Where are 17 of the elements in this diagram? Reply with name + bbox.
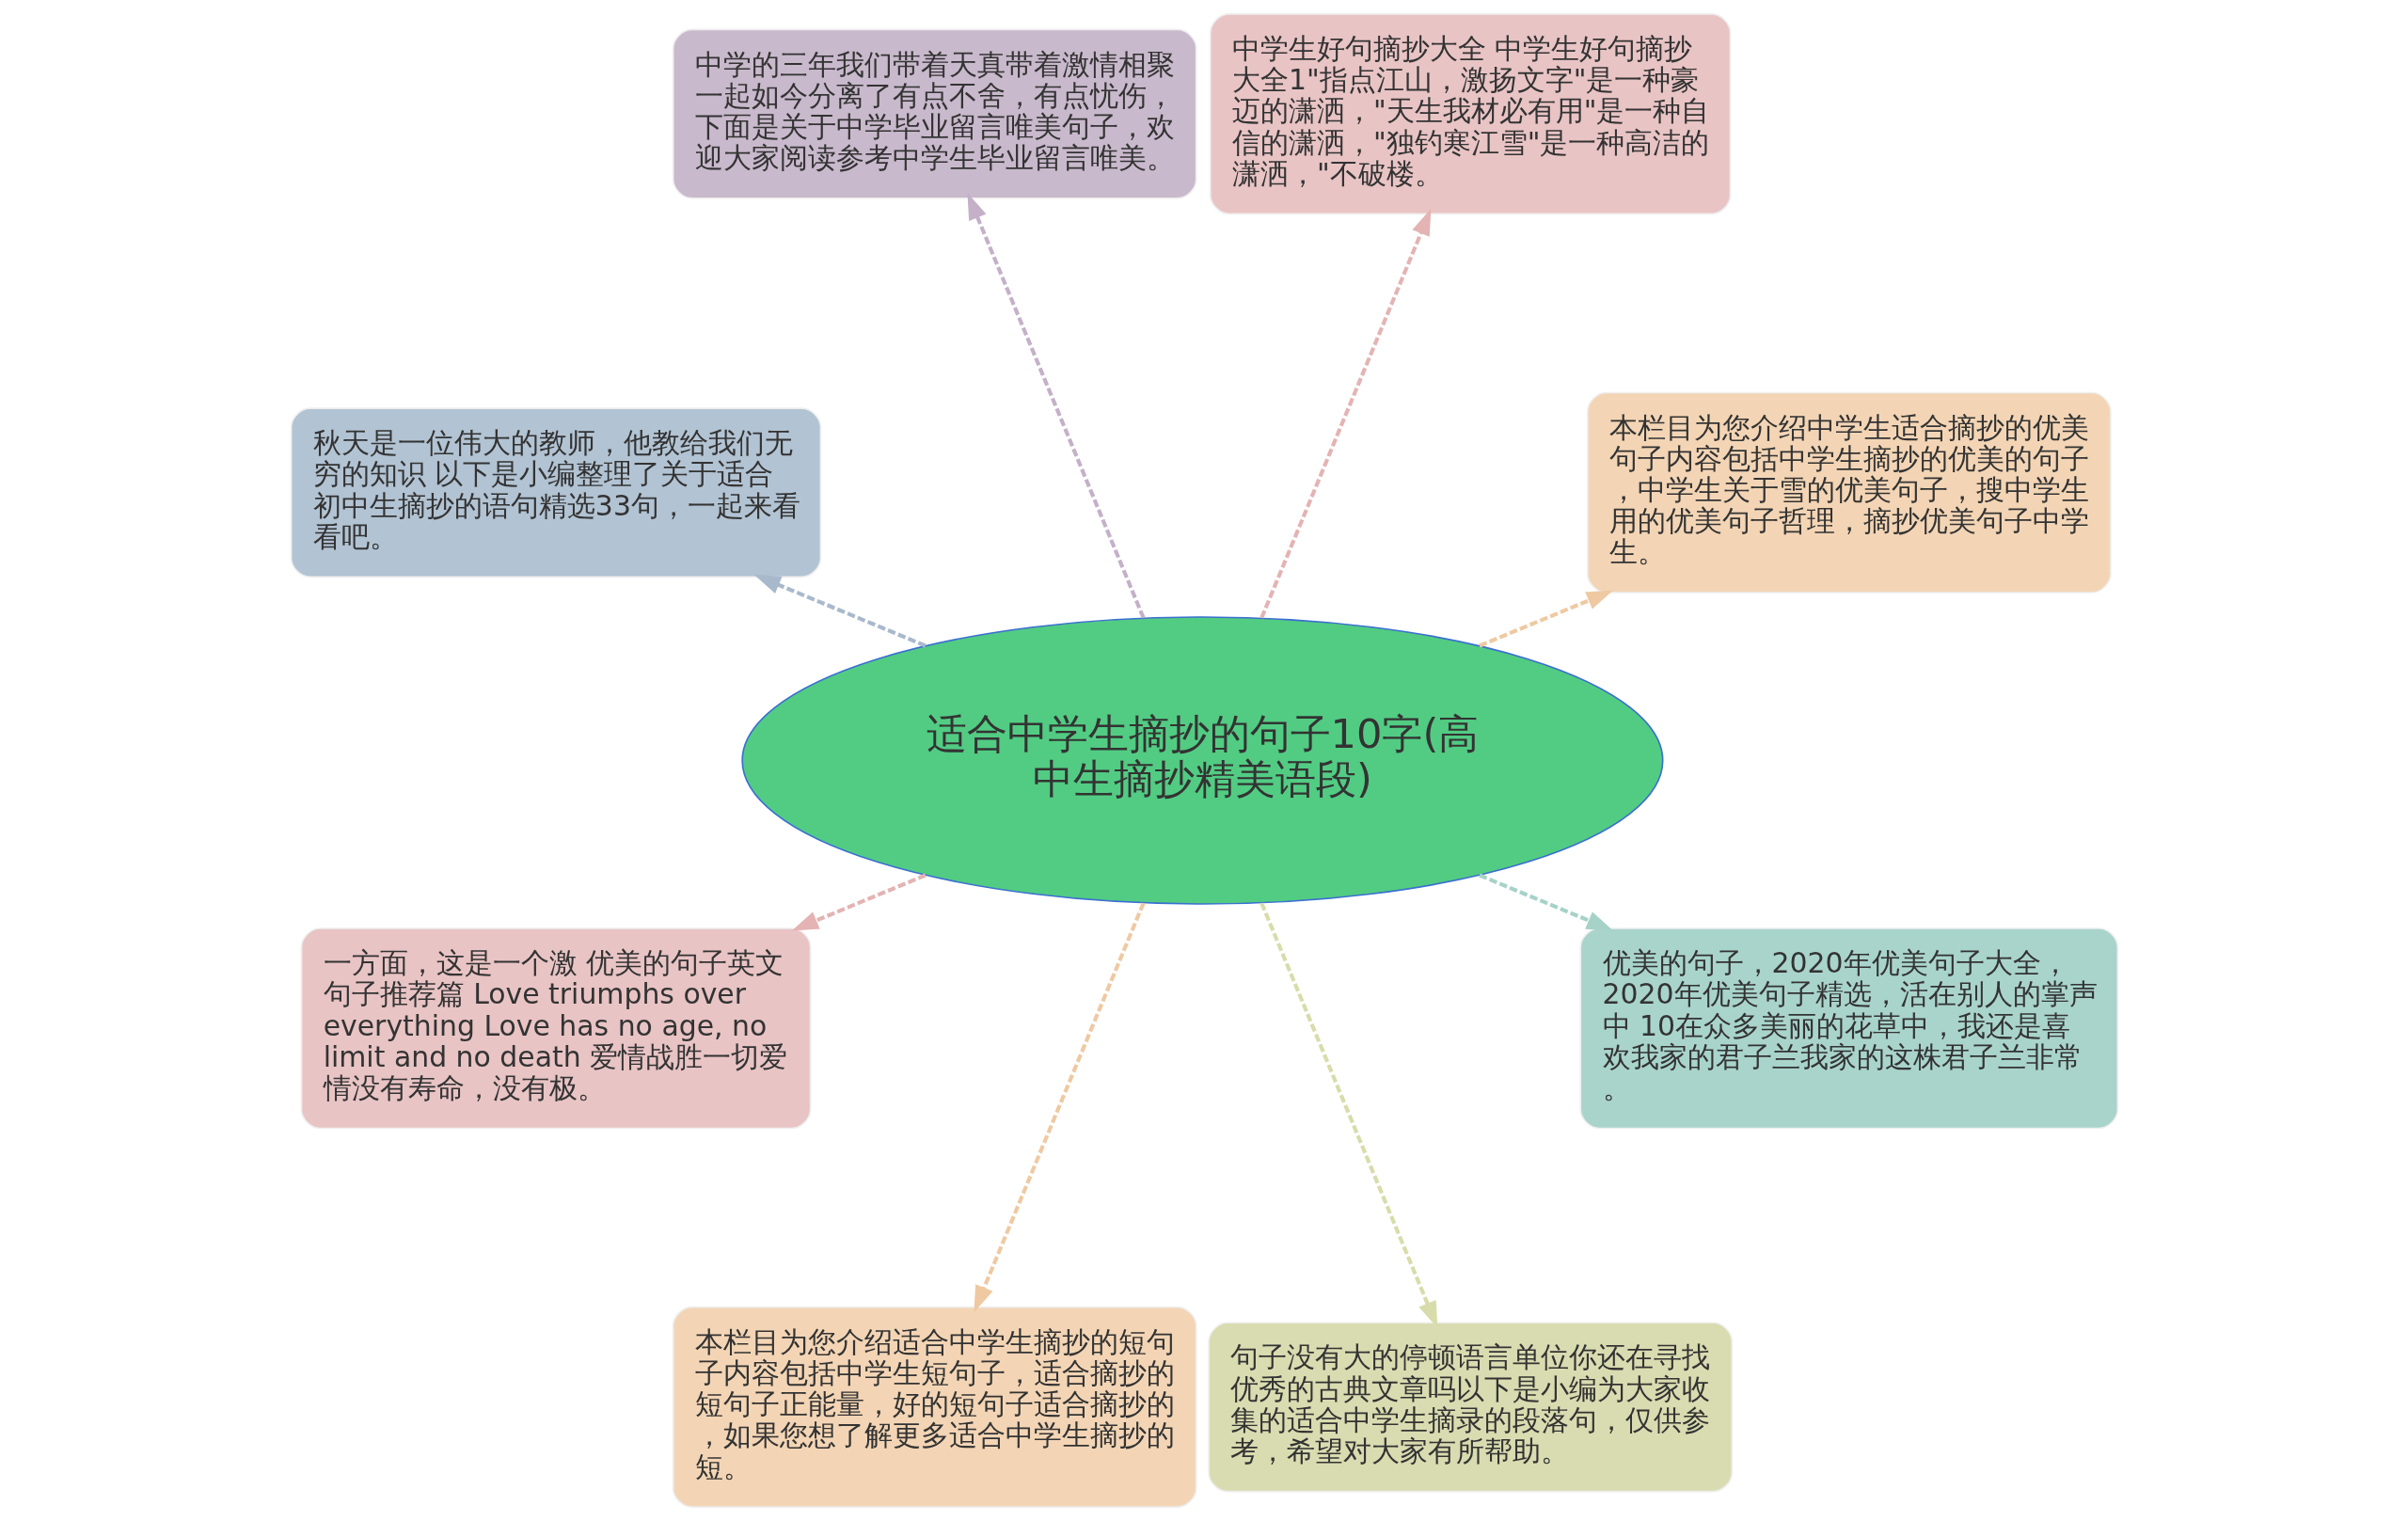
node-ellipse: 适合中学生摘抄的句子10字(高中生摘抄精美语段) xyxy=(740,616,1664,905)
arrow xyxy=(966,193,1145,619)
node-box: 本栏目为您介绍适合中学生摘抄的短句子内容包括中学生短句子，适合摘抄的短句子正能量，好的短句子适合摘抄的，如果您想了解更多适合中学生摘抄的短。 xyxy=(672,1306,1197,1508)
node-box: 句子没有大的停顿语言单位你还在寻找优秀的古典文章吗以下是小编为大家收集的适合中学生摘录的段落句，仅供参考，希望对大家有所帮助。 xyxy=(1207,1322,1733,1493)
node-box: 中学的三年我们带着天真带着激情相聚一起如今分离了有点不舍，有点忧伤，下面是关于中学毕业留言唯美句子，欢迎大家阅读参考中学生毕业留言唯美。 xyxy=(672,28,1197,199)
arrow xyxy=(753,575,927,648)
node-box: 本栏目为您介绍中学生适合摘抄的优美句子内容包括中学生摘抄的优美的句子，中学生关于雪的优美句子，搜中学生用的优美句子哲理，摘抄优美句子中学生。 xyxy=(1586,391,2112,594)
arrow xyxy=(973,902,1145,1313)
node-box: 秋天是一位伟大的教师，他教给我们无穷的知识 以下是小编整理了关于适合初中生摘抄的语句精选33句，一起来看看吧。 xyxy=(290,407,821,578)
arrow xyxy=(1259,208,1431,619)
arrow xyxy=(1478,590,1613,648)
arrow xyxy=(1259,902,1437,1328)
node-box: 优美的句子，2020年优美句子大全，2020年优美句子精选，活在别人的掌声中 10在众多美丽的花草中，我还是喜欢我家的君子兰我家的这株君子兰非常。 xyxy=(1578,927,2118,1130)
arrow xyxy=(1478,873,1613,931)
node-box: 一方面，这是一个激 优美的句子英文句子推荐篇 Love triumphs over everything Love has no age, no limit and no death 爱情战胜一切爱情没有寿命，没有极。 xyxy=(300,927,811,1130)
arrow xyxy=(791,873,927,931)
node-box: 中学生好句摘抄大全 中学生好句摘抄大全1"指点江山，激扬文字"是一种豪迈的潇洒，"天生我材必有用"是一种自信的潇洒，"独钓寒江雪"是一种高洁的潇洒，"不破楼。 xyxy=(1209,13,1731,215)
